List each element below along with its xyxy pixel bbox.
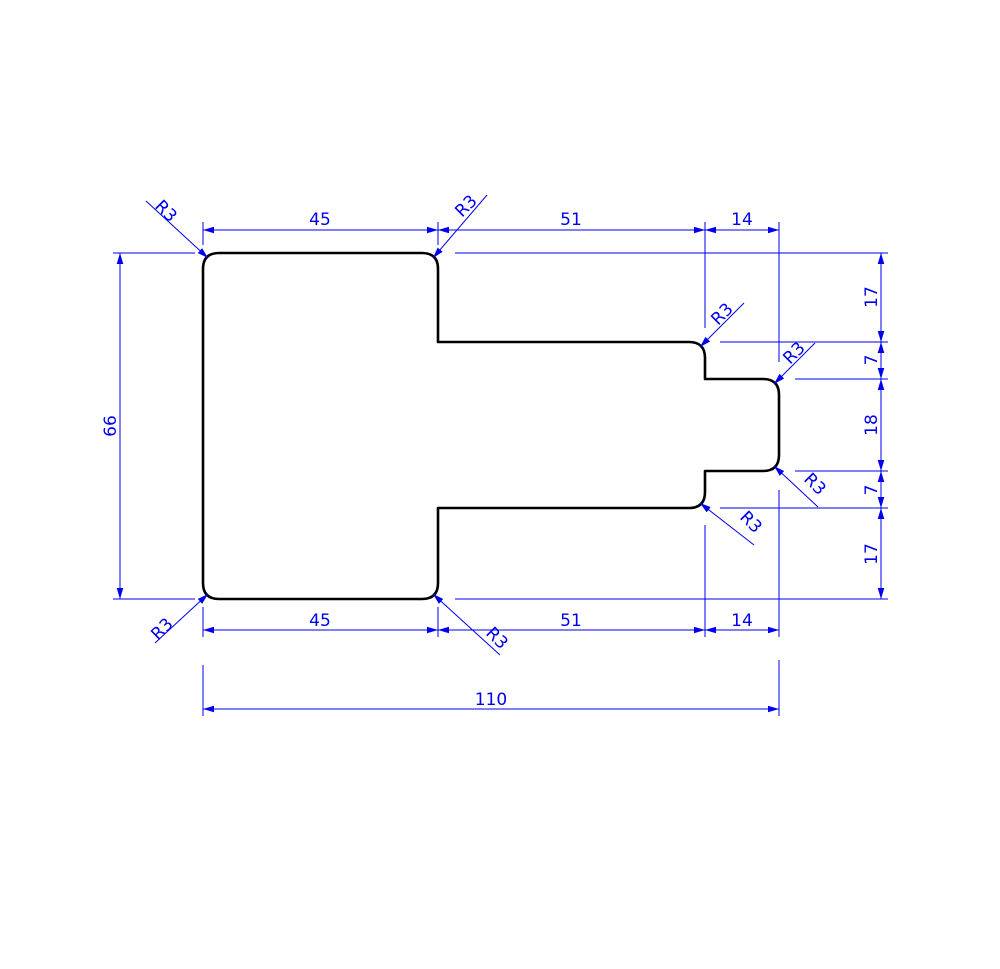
- dim-right-7-bottom: 7: [862, 485, 882, 496]
- radius-leaders: [145, 194, 819, 656]
- radius-label-step-bottom: R3: [735, 507, 765, 537]
- dim-overall-height: 66: [101, 415, 121, 437]
- radius-label-bottom-middle: R3: [481, 623, 511, 653]
- dimension-lines: [116, 226, 885, 713]
- radius-label-tab-top: R3: [779, 338, 809, 368]
- part-outline: [201, 251, 781, 601]
- dim-top-51: 51: [560, 210, 582, 230]
- dim-right-7-top: 7: [862, 355, 882, 366]
- dim-right-18: 18: [862, 414, 882, 436]
- radius-label-step-top: R3: [707, 299, 737, 329]
- dim-top-45: 45: [309, 210, 331, 230]
- radius-label-top-middle: R3: [451, 191, 481, 221]
- dim-bottom-14: 14: [731, 611, 753, 631]
- radius-label-top-left: R3: [150, 196, 180, 226]
- dim-bottom-45: 45: [309, 611, 331, 631]
- dim-overall-width: 110: [475, 690, 507, 710]
- dim-right-17-bottom: 17: [862, 543, 882, 565]
- radius-label-bottom-left: R3: [147, 614, 177, 644]
- radius-label-tab-bottom: R3: [799, 469, 829, 499]
- dim-bottom-51: 51: [560, 611, 582, 631]
- extension-lines: [113, 222, 888, 716]
- dim-right-17-top: 17: [862, 286, 882, 308]
- dim-top-14: 14: [731, 210, 753, 230]
